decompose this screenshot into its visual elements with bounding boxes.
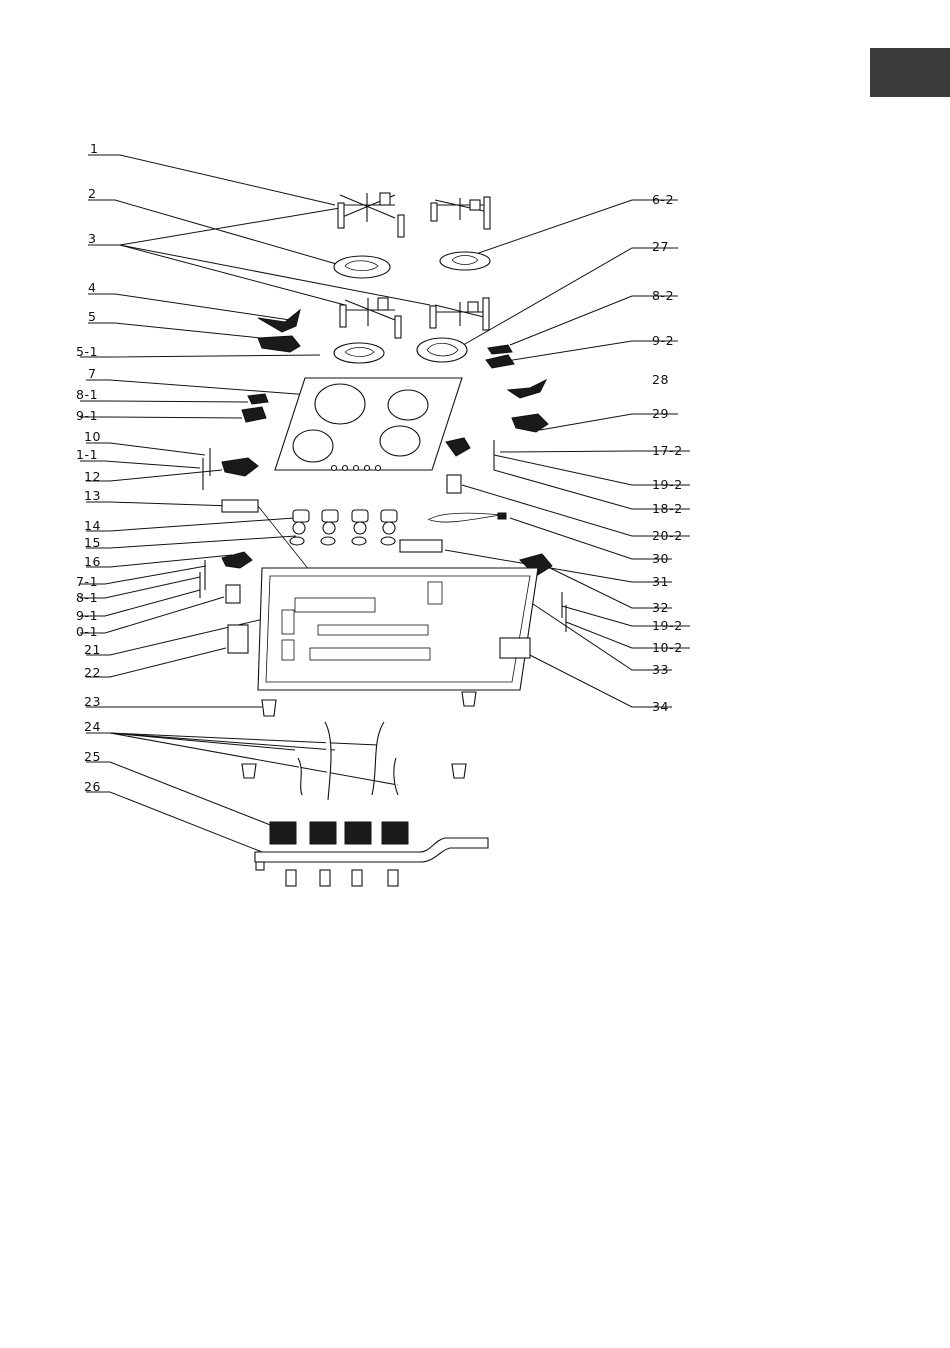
callout-29: 29 xyxy=(652,406,669,421)
callout-30: 30 xyxy=(652,551,669,566)
burner-cap-6-2 xyxy=(440,252,490,270)
callout-8-2: 8-2 xyxy=(652,288,674,303)
feet xyxy=(242,692,476,778)
gas-valves xyxy=(270,822,408,844)
callout-26: 26 xyxy=(84,779,101,794)
callout-labels-left: 1 2 3 4 5 5-1 7 8-1 9-1 10 1-1 12 13 14 … xyxy=(76,141,101,794)
flame-spreader-5 xyxy=(258,336,300,352)
callout-16: 16 xyxy=(84,554,101,569)
callout-9-2: 9-2 xyxy=(652,333,674,348)
control-knobs xyxy=(290,510,397,545)
flame-spreader-9-2 xyxy=(486,355,514,368)
pan-support-4 xyxy=(430,298,489,330)
callout-11-1: 1-1 xyxy=(76,447,98,462)
callout-20-1: 0-1 xyxy=(76,624,98,639)
pan-support-3 xyxy=(340,298,401,338)
callout-labels-right: 6-2 27 8-2 9-2 28 29 17-2 19-2 18-2 20-2… xyxy=(652,192,683,714)
callout-23: 23 xyxy=(84,694,101,709)
burner-base-16 xyxy=(222,552,252,568)
burner-base-12 xyxy=(222,458,258,476)
flame-spreader-28 xyxy=(508,380,546,398)
callout-24: 24 xyxy=(84,719,101,734)
callout-6-1: 5-1 xyxy=(76,344,98,359)
callout-13: 13 xyxy=(84,488,101,503)
callout-1: 1 xyxy=(90,141,99,156)
callout-18-2: 18-2 xyxy=(652,501,683,516)
callout-19-1: 9-1 xyxy=(76,608,98,623)
burner-cap-6-1 xyxy=(334,343,384,363)
callout-32: 32 xyxy=(652,600,669,615)
flame-spreader-9-1 xyxy=(242,407,266,422)
callout-9-1: 9-1 xyxy=(76,408,98,423)
gas-manifold xyxy=(255,838,488,886)
callout-17-1: 7-1 xyxy=(76,574,98,589)
hob-tray xyxy=(228,568,538,690)
callout-22: 22 xyxy=(84,665,101,680)
flame-spreader-8-1 xyxy=(248,394,268,404)
callout-34: 34 xyxy=(652,699,669,714)
gas-pipes xyxy=(298,722,398,800)
callout-14: 14 xyxy=(84,518,101,533)
callout-25: 25 xyxy=(84,749,101,764)
callout-10-2: 10-2 xyxy=(652,640,683,655)
callout-4: 4 xyxy=(88,280,97,295)
callout-15: 15 xyxy=(84,535,101,550)
callout-27: 27 xyxy=(652,239,669,254)
pan-support-2 xyxy=(431,197,490,229)
flame-spreader-8-2 xyxy=(488,345,512,354)
callout-19-2a: 19-2 xyxy=(652,477,683,492)
burner-cap-2 xyxy=(334,256,390,278)
callout-6-2: 6-2 xyxy=(652,192,674,207)
callout-8-1: 8-1 xyxy=(76,387,98,402)
callout-12: 12 xyxy=(84,469,101,484)
callout-33: 33 xyxy=(652,662,669,677)
wiring-harness xyxy=(400,513,506,552)
burner-base-17-2 xyxy=(446,438,470,456)
hob-top-plate xyxy=(275,378,462,471)
callout-17-2: 17-2 xyxy=(652,443,683,458)
callout-19-2b: 19-2 xyxy=(652,618,683,633)
callout-20-2: 20-2 xyxy=(652,528,683,543)
callout-28: 28 xyxy=(652,372,669,387)
burner-cap-27 xyxy=(417,338,467,362)
callout-2: 2 xyxy=(88,186,97,201)
callout-21: 21 xyxy=(84,642,101,657)
leader-lines xyxy=(80,155,690,852)
callout-31: 31 xyxy=(652,574,669,589)
callout-7: 7 xyxy=(88,366,97,381)
callout-10: 10 xyxy=(84,429,101,444)
callout-18-1: 8-1 xyxy=(76,590,98,605)
pan-support-1 xyxy=(338,193,404,237)
flame-spreader-4 xyxy=(258,310,300,332)
callout-3: 3 xyxy=(88,231,97,246)
callout-5: 5 xyxy=(88,309,97,324)
